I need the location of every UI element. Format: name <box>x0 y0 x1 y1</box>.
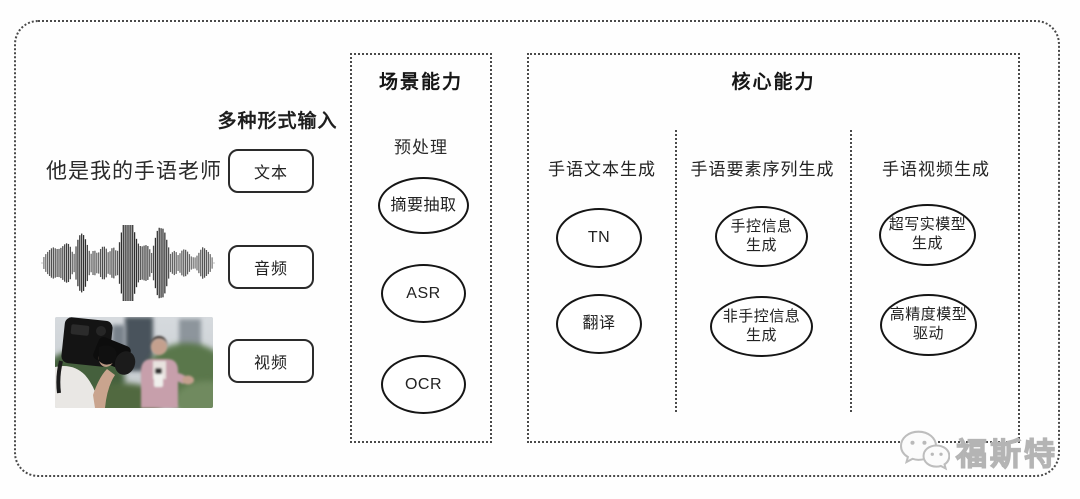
watermark-text: 福斯特 <box>955 436 1058 472</box>
node-ocr: OCR <box>381 355 466 414</box>
node-summary-extraction: 摘要抽取 <box>378 177 469 234</box>
node-nonmanual-info-generation: 非手控信息 生成 <box>710 296 813 357</box>
input-type-audio-box: 音频 <box>228 245 314 289</box>
core-capability-box: 核心能力 手语文本生成 手语要素序列生成 手语视频生成 TN 翻译 手控信息 生… <box>527 53 1020 443</box>
input-section-title: 多种形式输入 <box>217 111 338 132</box>
sample-sentence-text: 他是我的手语老师 <box>46 160 222 183</box>
outer-dotted-border <box>14 20 1060 477</box>
input-type-text-box: 文本 <box>228 149 314 193</box>
video-thumbnail <box>55 317 213 408</box>
audio-waveform <box>41 225 215 301</box>
video-thumbnail-image <box>55 317 213 408</box>
core-capability-title: 核心能力 <box>731 72 816 93</box>
node-translation: 翻译 <box>556 294 642 354</box>
column-header-text-generation: 手语文本生成 <box>548 160 656 179</box>
watermark: 福斯特 <box>898 424 1058 478</box>
node-tn: TN <box>556 208 642 268</box>
scene-capability-box: 场景能力 预处理 摘要抽取 ASR OCR <box>350 53 492 443</box>
input-type-text-label: 文本 <box>253 165 288 182</box>
column-divider <box>850 130 852 412</box>
node-manual-info-generation: 手控信息 生成 <box>715 206 808 267</box>
node-hyperrealistic-model-generation: 超写实模型 生成 <box>879 204 976 266</box>
input-type-audio-label: 音频 <box>253 261 288 278</box>
input-type-video-box: 视频 <box>228 339 314 383</box>
column-header-video-generation: 手语视频生成 <box>882 160 990 179</box>
node-asr: ASR <box>381 264 466 323</box>
preprocessing-label: 预处理 <box>394 138 448 157</box>
column-divider <box>675 130 677 412</box>
input-type-video-label: 视频 <box>253 355 288 372</box>
node-high-precision-model-driving: 高精度模型 驱动 <box>880 294 977 356</box>
wechat-icon <box>899 430 950 471</box>
scene-capability-title: 场景能力 <box>378 72 463 93</box>
column-header-element-sequence-generation: 手语要素序列生成 <box>690 160 835 179</box>
